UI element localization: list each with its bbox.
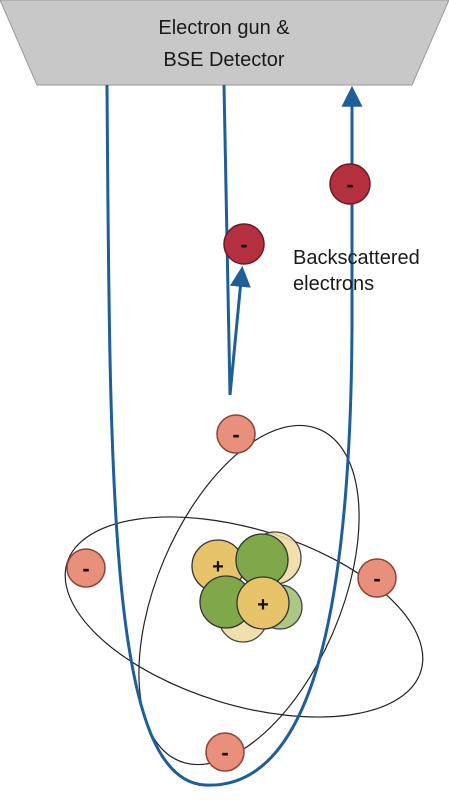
electron-sign: - xyxy=(373,566,380,591)
primary-beam-loop xyxy=(105,84,363,787)
detector-label-line1: Electron gun & xyxy=(158,17,290,39)
proton xyxy=(236,576,290,630)
orbital-electron-left: - xyxy=(66,548,106,588)
orbital-electron-bottom: - xyxy=(205,732,245,772)
electron-sign: - xyxy=(221,740,228,765)
electron-sign: - xyxy=(232,422,239,447)
detector-label-line2: BSE Detector xyxy=(163,49,285,71)
backscattered-label-line2: electrons xyxy=(293,273,374,295)
backscattered-electron-1: - xyxy=(223,223,265,265)
proton-sign: + xyxy=(212,556,224,578)
detector: Electron gun & BSE Detector xyxy=(0,0,449,86)
electron-sign: - xyxy=(346,172,353,197)
orbital-electron-right: - xyxy=(357,558,397,598)
backscattered-label-line1: Backscattered xyxy=(293,247,420,269)
electron-sign: - xyxy=(82,556,89,581)
backscattered-electron-2: - xyxy=(329,163,371,205)
proton-sign: + xyxy=(257,594,269,616)
orbital-electron-top: - xyxy=(216,414,256,454)
orbit-vertical xyxy=(138,424,360,766)
detector-body xyxy=(0,0,449,86)
nucleus: + + xyxy=(191,531,303,643)
backscatter-path xyxy=(228,265,251,396)
electron-sign: - xyxy=(240,232,247,257)
